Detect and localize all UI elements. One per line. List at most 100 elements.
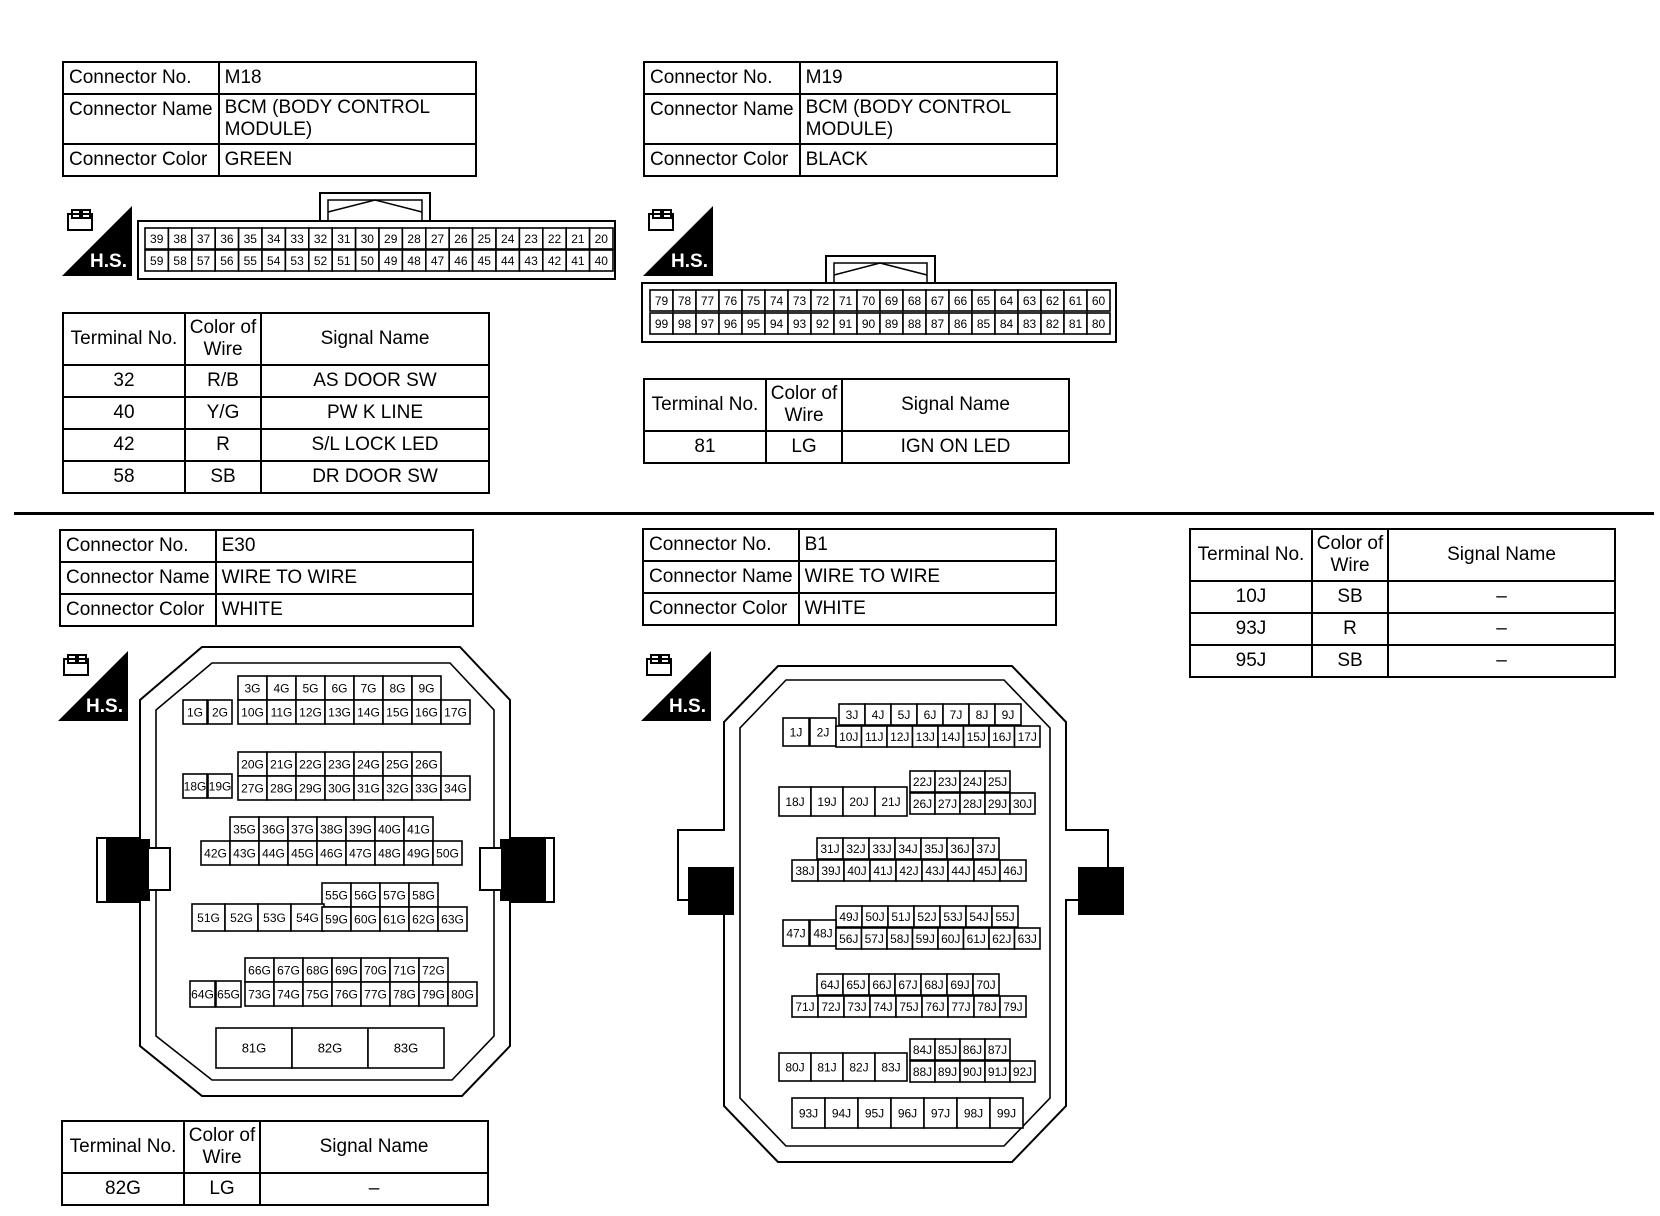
hs-harness-side-icon: H.S.	[58, 651, 128, 721]
terminal-label: 53G	[263, 911, 286, 925]
terminal-label: 11J	[865, 730, 883, 744]
terminal-label: 92	[816, 317, 830, 331]
terminal-label: 65G	[217, 987, 240, 1001]
terminal-cell	[1086, 289, 1111, 312]
signal-name: –	[1387, 612, 1616, 646]
connector-housing-inner	[155, 662, 495, 1081]
terminal-label: 44G	[262, 846, 285, 860]
hs-label: H.S.	[86, 696, 123, 717]
terminal-cell	[842, 786, 876, 817]
terminal-label: 61	[1069, 294, 1083, 308]
terminal-label: 57G	[383, 888, 406, 902]
terminal-cell	[353, 699, 384, 725]
terminal-label: 97J	[931, 1106, 950, 1120]
terminal-label: 27G	[241, 781, 264, 795]
terminal-label: 60G	[354, 912, 377, 926]
lock-slot-right	[479, 847, 503, 891]
terminal-label: 66J	[872, 978, 891, 992]
terminal-label: 54J	[969, 910, 988, 924]
terminal-cell	[791, 1097, 826, 1129]
signal-name: –	[259, 1172, 489, 1206]
signal-name: PW K LINE	[260, 396, 490, 430]
terminal-cell	[215, 1027, 293, 1069]
terminal-label: 23	[524, 232, 538, 246]
terminal-cell	[182, 773, 208, 799]
terminal-label: 72	[816, 294, 830, 308]
terminal-label: 53	[290, 254, 304, 268]
terminal-cell	[244, 981, 275, 1007]
terminal-label: 92J	[1013, 1065, 1032, 1079]
wire-color: SB	[1311, 644, 1389, 678]
terminal-label: 70G	[364, 963, 387, 977]
terminal-label: 44J	[951, 864, 970, 878]
terminal-label: 28G	[270, 781, 293, 795]
terminal-label: 25J	[988, 775, 1007, 789]
terminal-cell	[991, 905, 1019, 928]
terminal-label: 9J	[1002, 708, 1015, 722]
terminal-label: 43	[524, 254, 538, 268]
terminal-label: 42G	[204, 846, 227, 860]
terminal-cell	[215, 980, 242, 1008]
terminal-label: 86	[954, 317, 968, 331]
terminal-label: 56	[220, 254, 234, 268]
terminal-cell	[874, 786, 908, 817]
terminal-label: 71	[839, 294, 853, 308]
terminal-label: 46G	[320, 846, 343, 860]
terminal-label: 84	[1000, 317, 1014, 331]
signal-name: –	[1387, 644, 1616, 678]
terminal-cell	[266, 675, 297, 701]
terminal-label: 66	[954, 294, 968, 308]
terminal-cell	[440, 775, 471, 801]
hs-harness-side-icon: H.S.	[641, 651, 711, 721]
terminal-label: 67J	[898, 978, 917, 992]
terminal-cell	[350, 906, 381, 932]
terminal-label: 33J	[872, 842, 891, 856]
connector-color: BLACK	[798, 143, 1058, 177]
latch-arrow	[833, 262, 928, 276]
wire-color: SB	[1311, 580, 1389, 614]
terminal-label: 46J	[1003, 864, 1022, 878]
terminal-label: 40J	[847, 864, 866, 878]
terminal-label: 79J	[1003, 1000, 1022, 1014]
terminal-label: 49J	[839, 910, 858, 924]
terminal-label: 9G	[418, 681, 434, 695]
terminal-label: 59J	[916, 932, 935, 946]
terminal-label: 34J	[898, 842, 917, 856]
terminal-cell	[266, 699, 297, 725]
terminal-label: 74J	[873, 1000, 892, 1014]
terminal-cell	[382, 751, 413, 777]
terminal-cell	[207, 773, 233, 799]
terminal-cell	[360, 957, 391, 983]
terminal-label: 31J	[820, 842, 839, 856]
terminal-cell	[331, 981, 362, 1007]
terminal-no: 10J	[1189, 580, 1313, 614]
terminal-label: 45G	[291, 846, 314, 860]
signal-name: –	[1387, 580, 1616, 614]
connector-no-label: Connector No.	[643, 61, 801, 95]
terminal-label: 78J	[977, 1000, 996, 1014]
terminal-label: 81	[1069, 317, 1083, 331]
terminal-cell	[984, 1038, 1011, 1061]
terminal-label: 54G	[296, 911, 319, 925]
terminal-label: 55	[244, 254, 258, 268]
lock-tab-left	[106, 839, 150, 901]
signal-name-header: Signal Name	[260, 312, 490, 366]
terminal-label: 23J	[938, 775, 957, 789]
terminal-label: 33	[290, 232, 304, 246]
terminal-cell	[189, 980, 216, 1008]
terminal-cell	[1086, 312, 1111, 335]
terminal-label: 99J	[997, 1106, 1016, 1120]
terminal-label: 42	[548, 254, 562, 268]
terminal-label: 30	[361, 232, 375, 246]
terminal-label: 47	[431, 254, 445, 268]
terminal-label: 48G	[378, 846, 401, 860]
terminal-label: 80J	[785, 1060, 804, 1074]
terminal-label: 24J	[963, 775, 982, 789]
terminal-cell	[1009, 792, 1036, 815]
terminal-label: 67	[931, 294, 945, 308]
wire-color: R/B	[184, 364, 262, 398]
terminal-label: 28J	[963, 797, 982, 811]
terminal-label: 90J	[963, 1065, 982, 1079]
